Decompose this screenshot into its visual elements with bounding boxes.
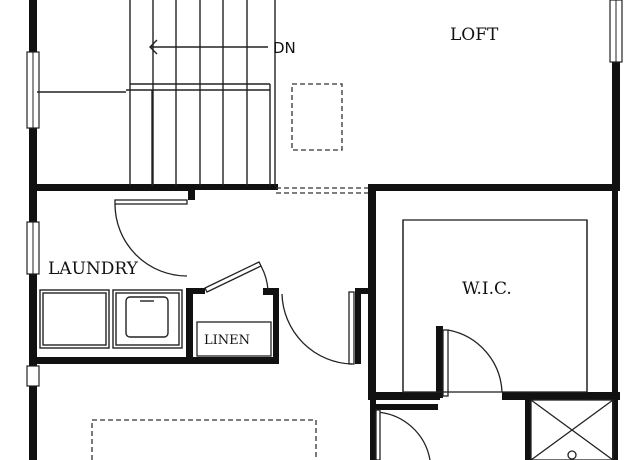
room-label-laundry: LAUNDRY: [48, 259, 139, 279]
wic-shelving: [402, 219, 588, 393]
attic-access: [291, 83, 343, 151]
room-label-wic: W.I.C.: [462, 279, 512, 299]
lower-dashed-fixture: [91, 419, 317, 460]
linen-closet: [196, 321, 272, 357]
room-label-loft: LOFT: [450, 25, 499, 45]
dryer: [112, 289, 183, 349]
staircase: [37, 0, 276, 186]
room-label-linen: LINEN: [204, 333, 250, 348]
washer: [39, 289, 110, 349]
doors: [114, 199, 503, 460]
stair-direction-label: DN: [273, 39, 296, 57]
left-windows: [26, 51, 40, 387]
shower: [530, 399, 614, 460]
interior-walls: [29, 184, 620, 460]
stair-arrow: [149, 39, 268, 55]
right-window: [609, 0, 623, 63]
